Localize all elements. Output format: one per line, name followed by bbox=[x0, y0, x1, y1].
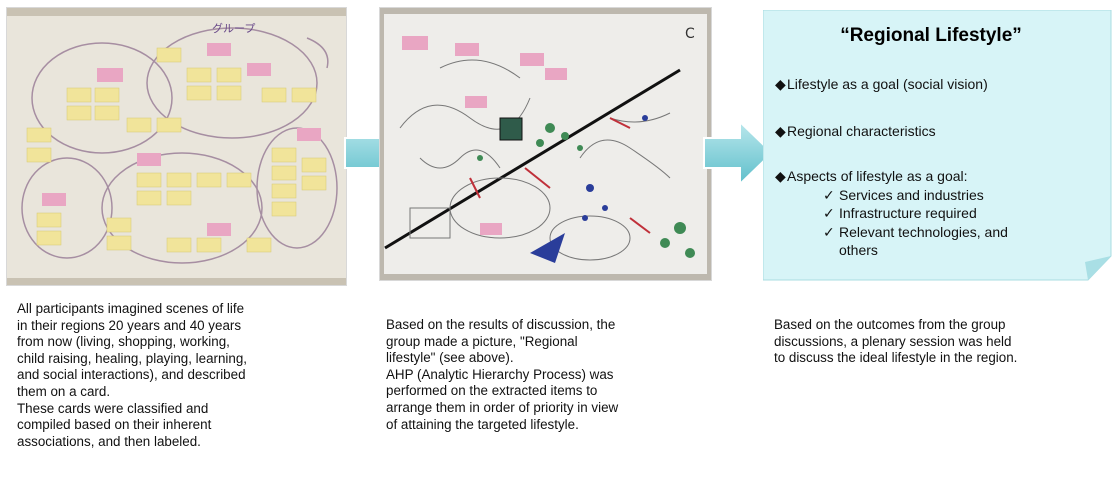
note-panel-background bbox=[763, 10, 1112, 281]
diamond-bullet-icon: ◆ bbox=[775, 76, 786, 92]
checkmark-icon: ✓ bbox=[823, 187, 835, 203]
checkmark-icon: ✓ bbox=[823, 224, 835, 240]
subpoint-technologies: ✓Relevant technologies, and bbox=[823, 224, 1008, 240]
subpoint-infrastructure: ✓Infrastructure required bbox=[823, 205, 977, 221]
group-cards-photo: グループ bbox=[7, 8, 346, 285]
right-arrow-icon bbox=[703, 119, 774, 187]
group-c-label: C bbox=[685, 26, 695, 42]
group-label-text: グループ bbox=[212, 21, 255, 35]
caption-picture-ahp: Based on the results of discussion, the … bbox=[386, 317, 619, 432]
checkmark-icon: ✓ bbox=[823, 205, 835, 221]
subpoint-services: ✓Services and industries bbox=[823, 187, 984, 203]
diamond-bullet-icon: ◆ bbox=[775, 123, 786, 139]
point-regional-characteristics: ◆Regional characteristics bbox=[775, 123, 936, 139]
caption-plenary-session: Based on the outcomes from the group dis… bbox=[774, 317, 1018, 366]
regional-lifestyle-picture-photo: C bbox=[380, 8, 711, 280]
point-aspects-of-lifestyle: ◆Aspects of lifestyle as a goal: bbox=[775, 168, 968, 184]
caption-card-activity: All participants imagined scenes of life… bbox=[17, 301, 248, 449]
hand-drawn-picture-image: C bbox=[380, 8, 711, 280]
regional-lifestyle-box: “Regional Lifestyle” ◆Lifestyle as a goa… bbox=[763, 10, 1113, 282]
sticky-notes-board-image: グループ bbox=[7, 8, 346, 285]
subpoint-others: others bbox=[839, 242, 878, 258]
point-lifestyle-goal: ◆Lifestyle as a goal (social vision) bbox=[775, 76, 988, 92]
diamond-bullet-icon: ◆ bbox=[775, 168, 786, 184]
box-title: “Regional Lifestyle” bbox=[840, 25, 1022, 46]
